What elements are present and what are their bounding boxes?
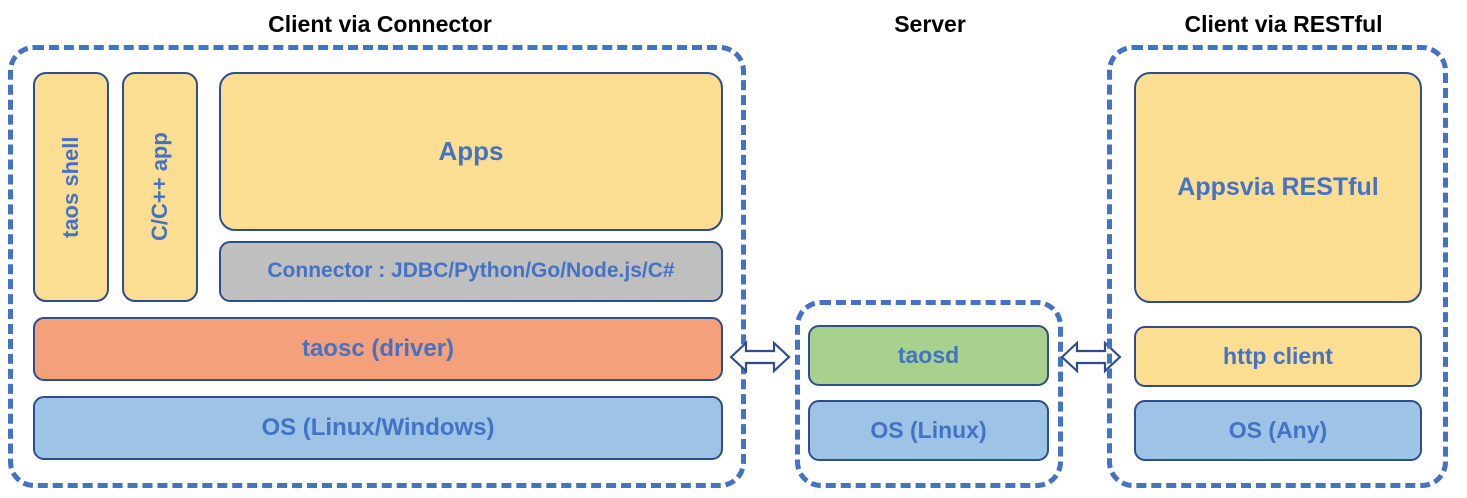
group-server xyxy=(795,300,1063,488)
block-http-client[interactable]: http client xyxy=(1134,326,1422,387)
block-os-linux-windows[interactable]: OS (Linux/Windows) xyxy=(33,396,723,460)
section-title-client-via-connector: Client via Connector xyxy=(268,11,492,37)
block-taosc-driver[interactable]: taosc (driver) xyxy=(33,317,723,381)
block-connector-libraries[interactable]: Connector : JDBC/Python/Go/Node.js/C# xyxy=(219,241,723,302)
group-client-via-connector xyxy=(8,45,746,488)
block-apps[interactable]: Apps xyxy=(219,72,723,231)
double-headed-arrow-icon xyxy=(1060,326,1122,388)
section-title-server: Server xyxy=(894,11,966,37)
double-headed-arrow-icon xyxy=(729,326,791,388)
block-apps-via-restful-line1: Apps xyxy=(1177,172,1240,201)
block-c-cpp-app[interactable]: C/C++ app xyxy=(122,72,198,302)
section-title-client-via-restful: Client via RESTful xyxy=(1184,11,1383,37)
block-taosd[interactable]: taosd xyxy=(808,325,1049,386)
group-client-via-restful xyxy=(1107,45,1448,488)
block-os-linux[interactable]: OS (Linux) xyxy=(808,400,1049,461)
block-apps-via-restful-line2: via RESTful xyxy=(1239,172,1379,201)
block-apps-via-restful[interactable]: Apps via RESTful xyxy=(1134,72,1422,303)
block-taos-shell[interactable]: taos shell xyxy=(33,72,109,302)
block-os-any[interactable]: OS (Any) xyxy=(1134,400,1422,461)
